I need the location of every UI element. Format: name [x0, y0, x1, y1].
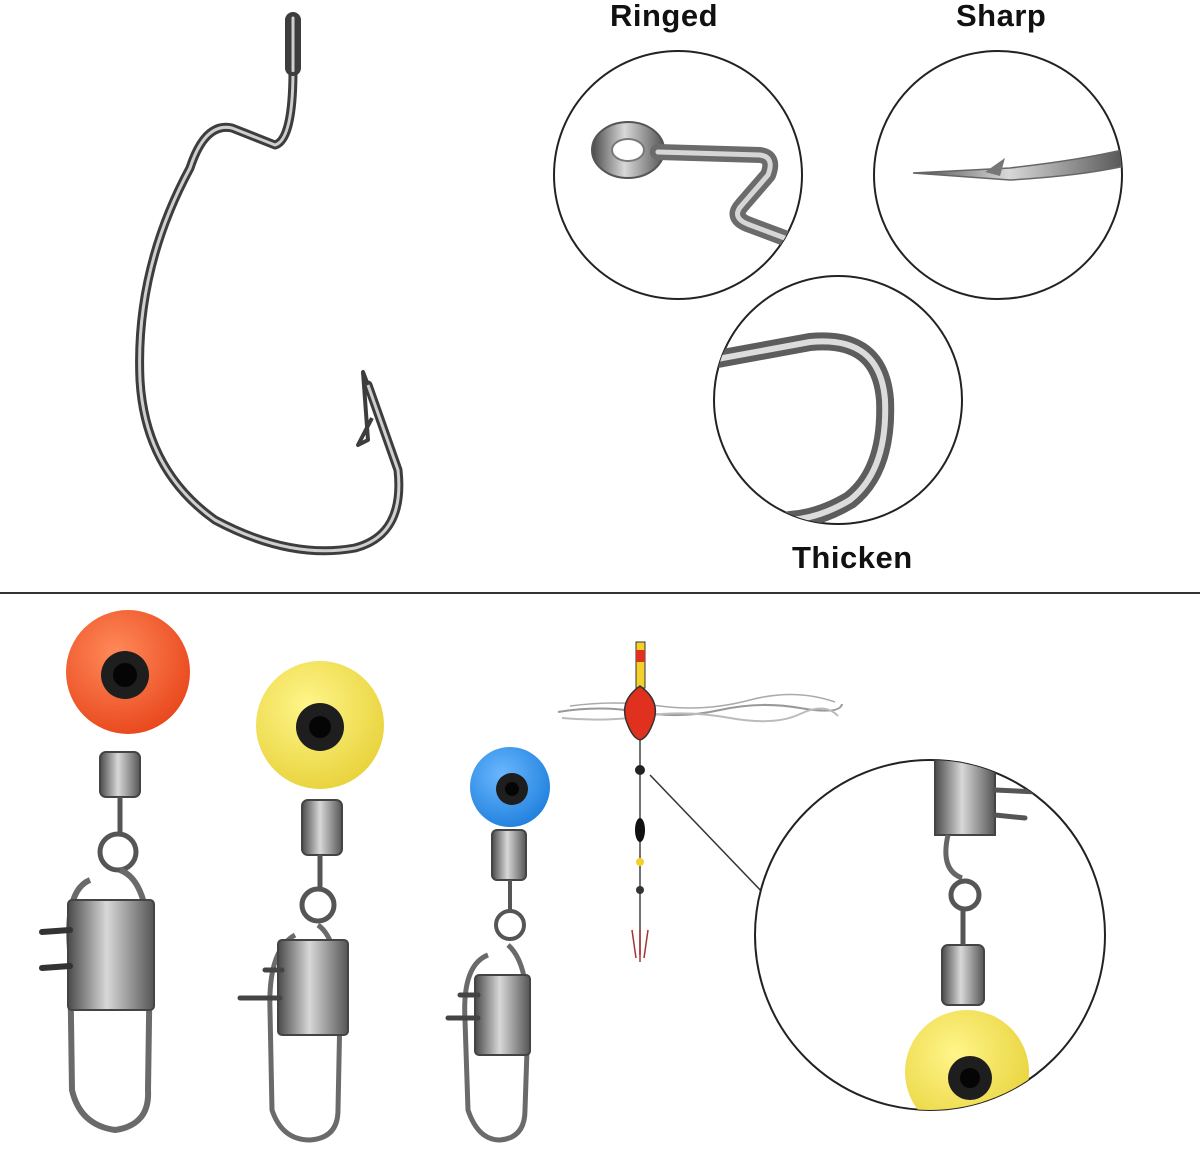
- ringed-detail-circle: [553, 50, 803, 300]
- blue-bead-swivel-image: [445, 747, 550, 1143]
- thicken-label: Thicken: [792, 540, 913, 575]
- sharp-label: Sharp: [956, 0, 1047, 33]
- sharp-detail-circle: [873, 50, 1123, 300]
- worm-hook-image: [135, 12, 404, 556]
- yellow-bead-swivel-image: [237, 661, 384, 1143]
- swivel-closeup-circle: [754, 759, 1106, 1111]
- thicken-detail-circle: [713, 275, 963, 525]
- float-rig-illustration: [557, 641, 843, 962]
- ringed-label: Ringed: [610, 0, 719, 33]
- orange-bead-swivel-image: [39, 610, 190, 1134]
